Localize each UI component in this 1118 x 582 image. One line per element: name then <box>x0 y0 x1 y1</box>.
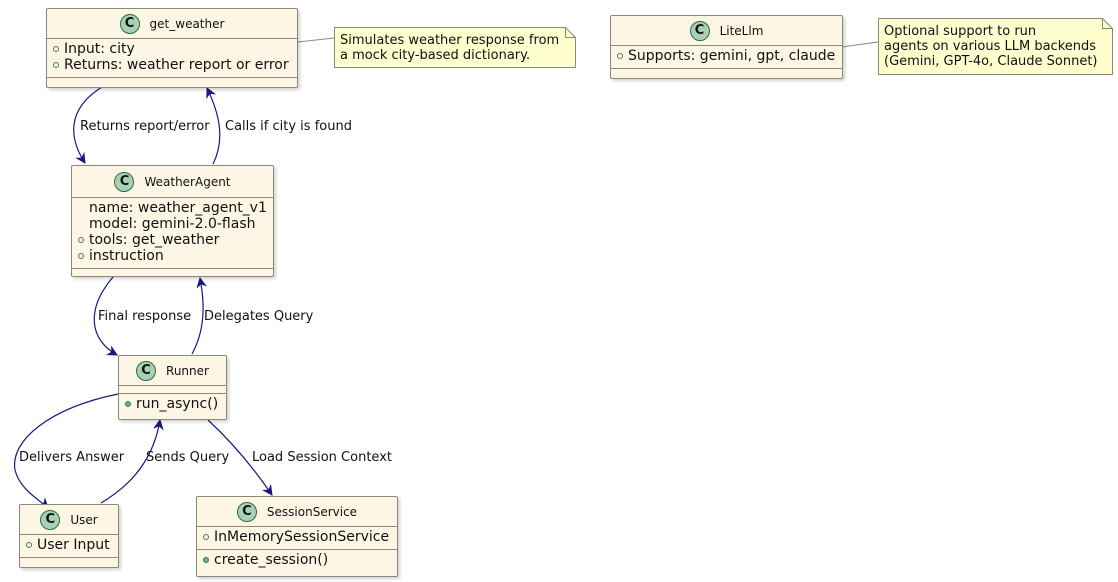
class-header: C get_weather <box>47 9 297 39</box>
class-lite-llm[interactable]: C LiteLlm Supports: gemini, gpt, claude <box>610 15 843 79</box>
class-member: name: weather_agent_v1 <box>89 200 267 216</box>
class-get-weather[interactable]: C get_weather Input: city Returns: weath… <box>46 8 298 88</box>
note-connector-get-weather <box>297 37 335 43</box>
class-member: Returns: weather report or error <box>53 57 293 73</box>
class-header: C Runner <box>119 356 226 386</box>
class-member: Input: city <box>53 41 293 57</box>
class-methods <box>72 269 273 277</box>
class-header: C LiteLlm <box>611 16 842 46</box>
class-methods <box>611 69 842 77</box>
class-member: instruction <box>78 248 269 264</box>
class-fields: Supports: gemini, gpt, claude <box>611 46 842 69</box>
class-badge-icon: C <box>114 171 135 192</box>
class-badge-icon: C <box>119 13 140 34</box>
class-methods <box>20 558 118 566</box>
arrow-sends-query <box>100 418 164 504</box>
class-name: User <box>70 512 98 527</box>
class-session-service[interactable]: C SessionService InMemorySessionService … <box>196 496 398 577</box>
class-fields: InMemorySessionService <box>197 527 397 550</box>
class-methods: create_session() <box>197 550 397 572</box>
class-fields: Input: city Returns: weather report or e… <box>47 39 297 78</box>
class-name: LiteLlm <box>719 23 764 38</box>
class-member: Supports: gemini, gpt, claude <box>617 48 838 64</box>
note-connector-lite-llm <box>841 41 879 48</box>
class-name: get_weather <box>149 16 225 31</box>
class-weather-agent[interactable]: C WeatherAgent name: weather_agent_v1 mo… <box>71 165 274 277</box>
note-outline <box>334 27 576 68</box>
public-field-icon <box>53 46 59 52</box>
class-methods: run_async() <box>119 394 226 416</box>
class-badge-icon: C <box>689 20 710 41</box>
class-header: C WeatherAgent <box>72 166 273 198</box>
public-field-icon <box>53 62 59 68</box>
class-name: SessionService <box>266 504 358 519</box>
class-header: C User <box>20 505 118 535</box>
arrow-returns-report <box>73 86 103 164</box>
class-user[interactable]: C User User Input <box>19 504 119 568</box>
arrow-calls-if-found <box>206 87 221 165</box>
edge-label-delivers-answer: Delivers Answer <box>19 450 125 465</box>
class-member: User Input <box>26 537 114 553</box>
class-fields: name: weather_agent_v1 model: gemini-2.0… <box>72 198 273 269</box>
edge-label-final-response: Final response <box>98 309 192 324</box>
public-field-icon <box>617 53 623 59</box>
arrow-load-session <box>207 419 273 496</box>
class-fields <box>119 386 226 394</box>
class-member: create_session() <box>203 552 393 568</box>
note-lite-llm: Optional support to run agents on variou… <box>884 24 1098 69</box>
public-field-icon <box>203 534 209 540</box>
edge-label-delegates-query: Delegates Query <box>204 309 314 324</box>
class-name: Runner <box>166 363 209 378</box>
edge-label-sends-query: Sends Query <box>146 450 230 465</box>
class-badge-icon: C <box>40 509 61 530</box>
class-methods <box>47 78 297 86</box>
edge-label-calls-if-found: Calls if city is found <box>225 119 352 134</box>
class-member: tools: get_weather <box>78 232 269 248</box>
edge-label-returns-report: Returns report/error <box>80 119 210 134</box>
note-outline <box>878 18 1113 75</box>
class-header: C SessionService <box>197 497 397 527</box>
class-member: InMemorySessionService <box>203 529 393 545</box>
class-fields: User Input <box>20 535 118 558</box>
class-name: WeatherAgent <box>144 174 231 189</box>
arrow-delivers-answer <box>14 393 119 509</box>
class-member: run_async() <box>125 396 222 412</box>
public-field-icon <box>78 253 84 259</box>
arrow-delegates-query <box>191 276 208 355</box>
class-badge-icon: C <box>236 501 257 522</box>
public-field-icon <box>26 542 32 548</box>
class-member: model: gemini-2.0-flash <box>89 216 256 232</box>
public-method-icon <box>203 557 209 563</box>
arrow-final-response <box>93 276 118 356</box>
note-get-weather: Simulates weather response from a mock c… <box>340 33 560 63</box>
edge-label-load-session: Load Session Context <box>252 450 392 465</box>
class-runner[interactable]: C Runner run_async() <box>118 355 227 420</box>
public-method-icon <box>125 401 131 407</box>
public-field-icon <box>78 237 84 243</box>
class-badge-icon: C <box>136 360 157 381</box>
